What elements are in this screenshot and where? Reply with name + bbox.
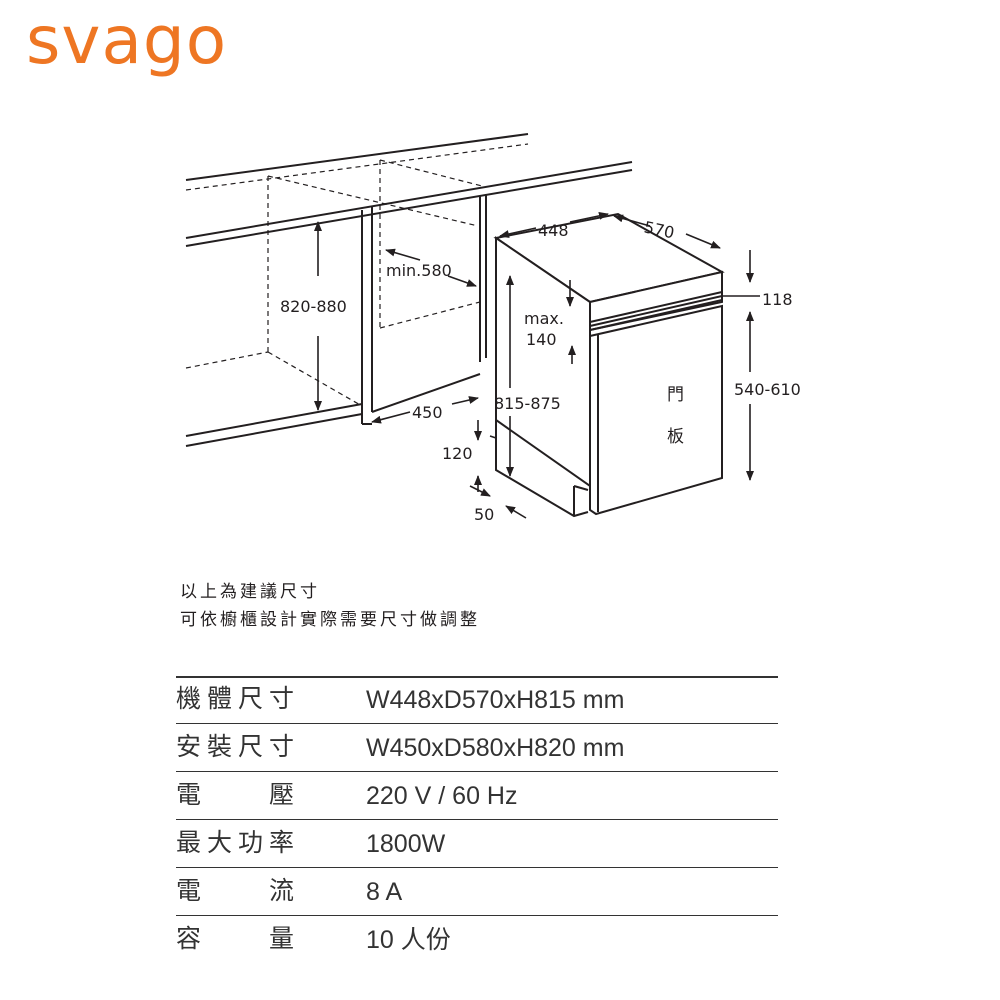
spec-label: 電流 <box>176 876 294 905</box>
spec-value: 8 A <box>366 878 403 906</box>
spec-row: 機體尺寸 W448xD570xH815 mm <box>176 676 778 724</box>
label-unit-height: 815-875 <box>494 394 561 413</box>
countertop <box>185 133 633 247</box>
spec-value: W448xD570xH815 mm <box>366 686 625 714</box>
spec-row: 電流 8 A <box>176 868 778 916</box>
spec-label: 容量 <box>176 924 294 953</box>
label-door-char-1: 門 <box>667 385 684 405</box>
spec-row: 電壓 220 V / 60 Hz <box>176 772 778 820</box>
label-unit-width: 448 <box>538 221 569 240</box>
label-kick-depth: 50 <box>474 505 494 524</box>
dimension-arrows <box>314 211 760 519</box>
floor-line <box>185 403 363 447</box>
countertop-hidden-lines <box>185 143 529 352</box>
label-door-char-2: 板 <box>667 427 684 447</box>
spec-table-top-rule <box>176 676 778 678</box>
note-line-2: 可依櫥櫃設計實際需要尺寸做調整 <box>180 610 480 630</box>
label-max: max. <box>524 309 564 328</box>
spec-label: 電壓 <box>176 780 294 809</box>
spec-label: 機體尺寸 <box>176 684 294 713</box>
spec-row: 容量 10 人份 <box>176 916 778 963</box>
brand-logo: svago <box>26 2 228 79</box>
left-cabinet-side <box>361 206 481 425</box>
label-max-value: 140 <box>526 330 557 349</box>
right-cabinet-side <box>479 194 487 362</box>
installation-diagram: 820-880 min.580 450 448 570 max. 140 815… <box>185 133 801 524</box>
label-door-height: 540-610 <box>734 380 801 399</box>
spec-value: 10 人份 <box>366 926 451 954</box>
spec-value: 220 V / 60 Hz <box>366 782 518 810</box>
spec-row: 安裝尺寸 W450xD580xH820 mm <box>176 724 778 772</box>
note-line-1: 以上為建議尺寸 <box>180 582 320 602</box>
spec-label: 安裝尺寸 <box>176 732 294 761</box>
label-niche-width: 450 <box>412 403 443 422</box>
label-kick-height: 120 <box>442 444 473 463</box>
label-cabinet-height: 820-880 <box>280 297 347 316</box>
door-panel <box>589 270 723 516</box>
spec-table: 機體尺寸 W448xD570xH815 mm 安裝尺寸 W450xD580xH8… <box>176 676 778 963</box>
spec-value: W450xD580xH820 mm <box>366 734 625 762</box>
label-niche-depth: min.580 <box>386 261 452 280</box>
label-door-gap: 118 <box>762 290 793 309</box>
spec-value: 1800W <box>366 830 446 858</box>
spec-row: 最大功率 1800W <box>176 820 778 868</box>
spec-label: 最大功率 <box>176 828 294 857</box>
floor-hidden-lines <box>185 205 481 407</box>
